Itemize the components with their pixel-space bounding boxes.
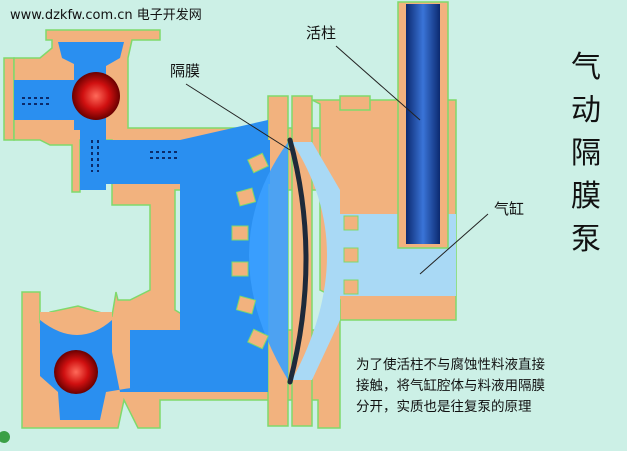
flow-arrows xyxy=(22,97,180,172)
lower-valve-seat xyxy=(40,312,112,335)
cylinder-plate xyxy=(343,215,359,295)
description-line: 分开，实质也是往复泵的原理 xyxy=(356,399,532,415)
title-char: 气 xyxy=(571,50,601,85)
perforated-plate xyxy=(231,152,269,350)
label-piston: 活柱 xyxy=(306,24,337,42)
title-char: 泵 xyxy=(571,222,601,257)
lower-check-ball xyxy=(54,350,98,394)
label-diaphragm: 隔膜 xyxy=(170,62,201,80)
title-char: 膜 xyxy=(571,179,601,214)
diaphragm xyxy=(287,137,309,385)
site-watermark: www.dzkfw.com.cn 电子开发网 xyxy=(10,8,202,23)
description-line: 为了使活柱不与腐蚀性料液直接 xyxy=(356,357,545,373)
description: 为了使活柱不与腐蚀性料液直接 接触，将气缸腔体与料液用隔膜 分开，实质也是往复泵… xyxy=(356,355,624,418)
label-cylinder: 气缸 xyxy=(494,200,525,218)
description-line: 接触，将气缸腔体与料液用隔膜 xyxy=(356,378,545,394)
liquid-channels xyxy=(14,42,270,420)
upper-check-ball xyxy=(72,72,120,120)
diagram-title: 气 动 隔 膜 泵 xyxy=(566,46,606,261)
title-char: 隔 xyxy=(571,136,601,171)
liquid-dish xyxy=(249,142,288,380)
piston-rod xyxy=(406,4,440,244)
leader-lines xyxy=(185,45,489,275)
corner-icon xyxy=(0,431,10,443)
title-char: 动 xyxy=(571,93,601,128)
